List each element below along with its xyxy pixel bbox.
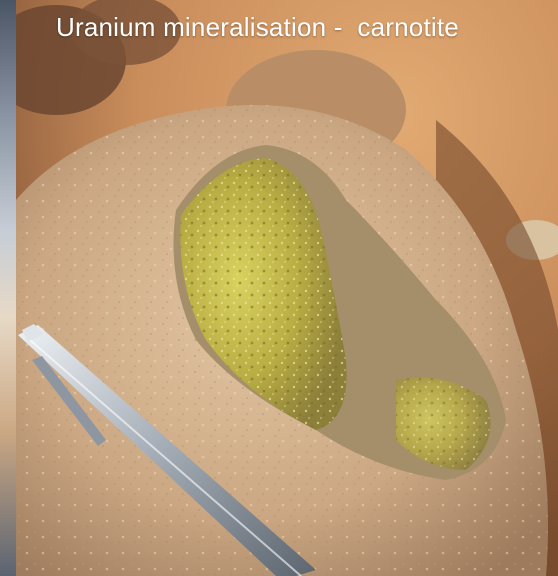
photo: Uranium mineralisation - carnotite xyxy=(16,0,558,576)
pen-cap xyxy=(22,324,44,342)
pen-barrel xyxy=(18,325,316,576)
pen-clip xyxy=(32,356,106,446)
pen xyxy=(18,324,316,576)
photo-left-border xyxy=(0,0,16,576)
rock-sample-photo xyxy=(16,0,558,576)
pen-highlight xyxy=(29,339,302,576)
carnotite-crystals xyxy=(180,158,347,430)
dark-pebble xyxy=(71,0,181,65)
carnotite-patch-crystals xyxy=(396,377,491,470)
photo-caption: Uranium mineralisation - carnotite xyxy=(56,12,459,42)
